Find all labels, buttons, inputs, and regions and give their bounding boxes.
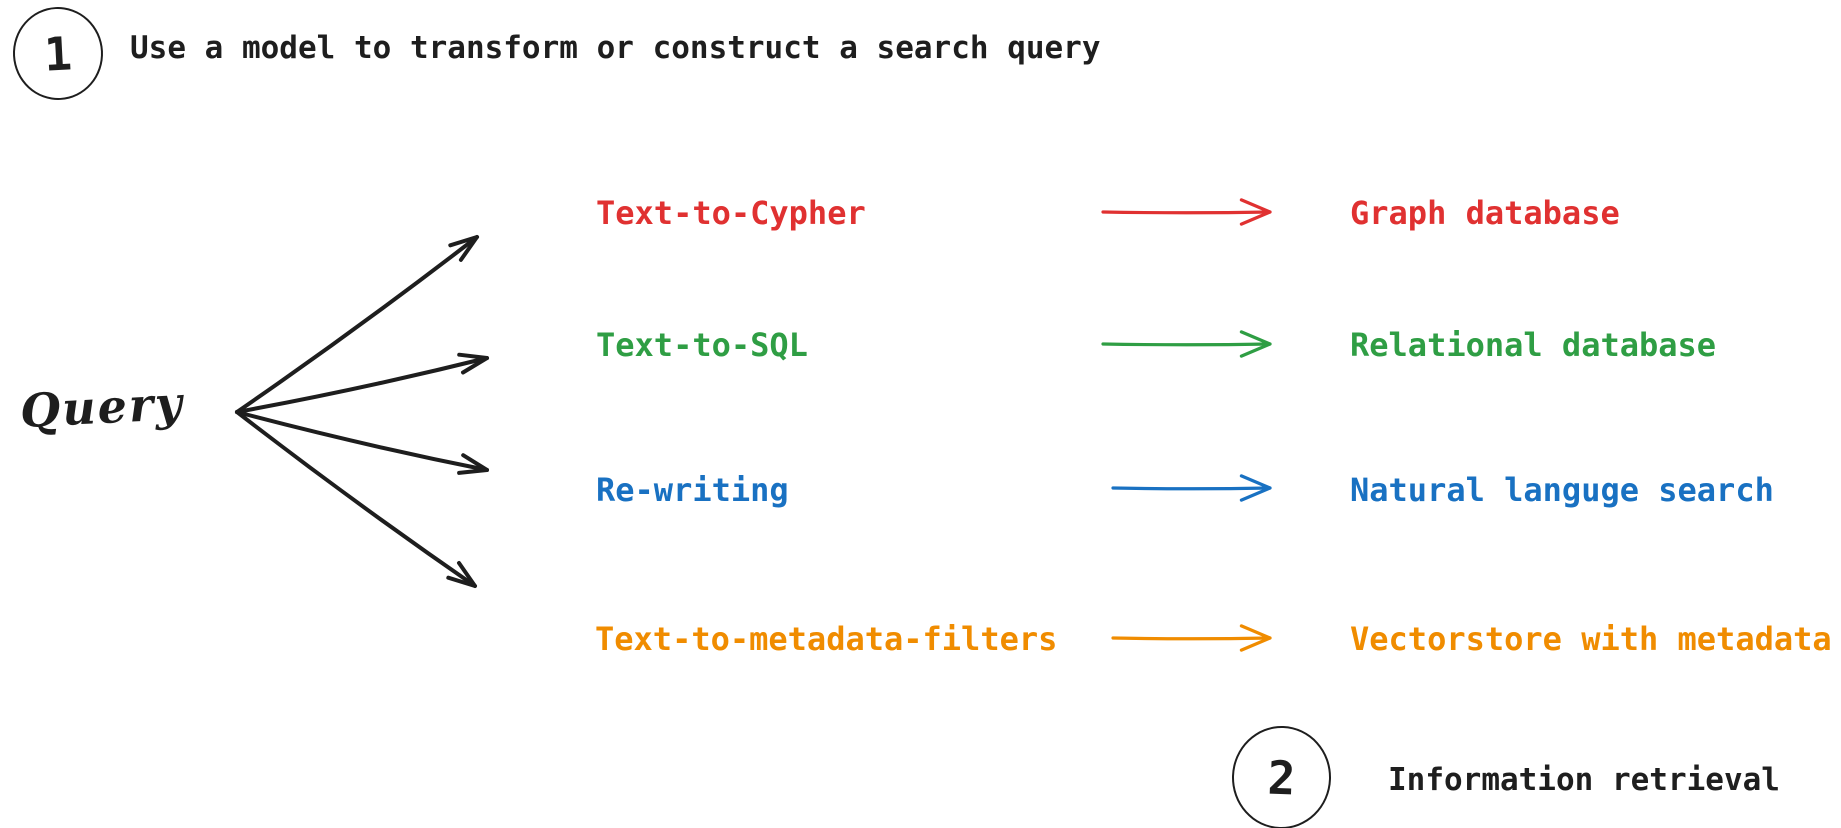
target-label-natural-language-search: Natural languge search xyxy=(1350,471,1774,509)
arrow-cypher-to-graph-db xyxy=(1101,198,1272,226)
fan-arrow-to-cypher xyxy=(235,235,479,414)
target-label-vectorstore-with-metadata: Vectorstore with metadata xyxy=(1350,620,1832,658)
arrow-rewrite-to-nl-search xyxy=(1111,474,1272,502)
step-2-number: 2 xyxy=(1266,750,1297,805)
method-label-text-to-metadata-filters: Text-to-metadata-filters xyxy=(595,620,1058,658)
step-1-number: 1 xyxy=(42,25,74,82)
target-label-graph-database: Graph database xyxy=(1350,194,1620,232)
query-node: Query xyxy=(18,375,186,439)
step-2-label: Information retrieval xyxy=(1388,762,1780,798)
arrow-filters-to-vectorstore xyxy=(1111,624,1272,652)
fan-arrow-to-filters xyxy=(235,410,477,588)
fan-arrow-to-sql xyxy=(235,352,489,414)
step-1-label: Use a model to transform or construct a … xyxy=(130,30,1101,66)
target-label-relational-database: Relational database xyxy=(1350,326,1717,364)
method-label-text-to-sql: Text-to-SQL xyxy=(596,326,808,364)
method-label-re-writing: Re-writing xyxy=(596,471,789,509)
arrow-sql-to-relational-db xyxy=(1101,330,1272,358)
method-label-text-to-cypher: Text-to-Cypher xyxy=(596,194,866,232)
fan-arrow-to-rewrite xyxy=(235,410,489,475)
